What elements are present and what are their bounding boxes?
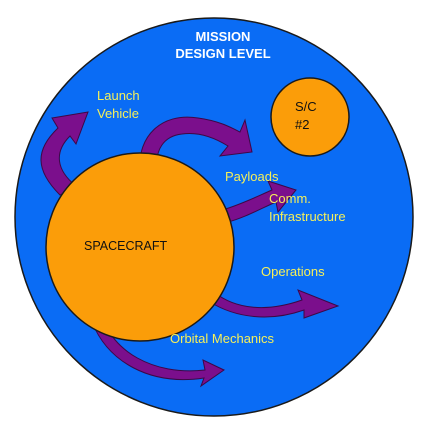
launch-vehicle-arrow — [40, 111, 89, 196]
sc2-label-line-2: #2 — [295, 117, 309, 132]
payloads-label: Payloads — [225, 169, 279, 184]
operations-arrow — [209, 289, 340, 319]
payload-loop-arrow — [139, 116, 253, 171]
operations-label: Operations — [261, 264, 325, 279]
sc2-circle — [270, 77, 350, 157]
launch-vehicle-label-line-2: Vehicle — [97, 106, 139, 121]
spacecraft-label: SPACECRAFT — [84, 239, 167, 253]
orbital-mechanics-arrow — [91, 315, 225, 388]
orbital-mechanics-label: Orbital Mechanics — [170, 331, 275, 346]
comm-label-line-1: Comm. — [269, 191, 311, 206]
comm-arrow — [221, 180, 297, 223]
launch-vehicle-label-line-1: Launch — [97, 88, 140, 103]
sc2-label-line-1: S/C — [295, 99, 317, 114]
title-line-2: DESIGN LEVEL — [175, 46, 270, 61]
title-line-1: MISSION — [196, 29, 251, 44]
spacecraft-circle — [45, 152, 235, 342]
comm-label-line-2: Infrastructure — [269, 209, 346, 224]
